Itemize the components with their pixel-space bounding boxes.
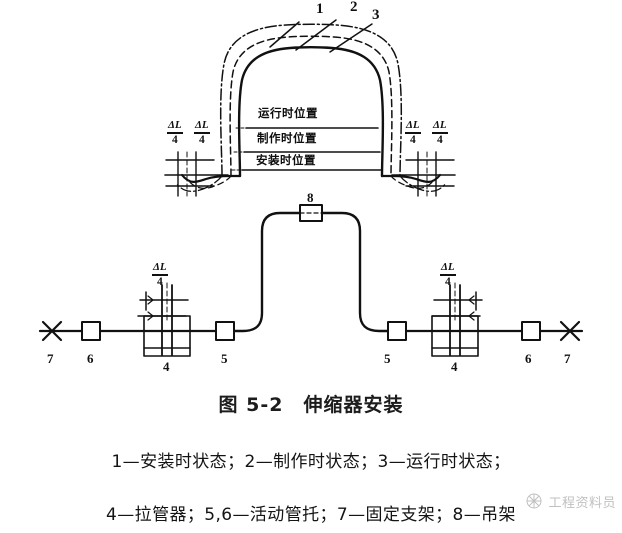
pipe-leg-right [380, 173, 442, 183]
dimension-upper-right-2: ΔL 4 [432, 120, 448, 146]
label-sliding-support-6-right: 6 [525, 351, 532, 366]
fixed-support-left-b [41, 320, 63, 342]
pull-right-arrow-a [468, 295, 475, 305]
dimension-numerator: ΔL [168, 119, 182, 131]
figure-caption: 图 5-2 伸缩器安装 [218, 394, 404, 416]
label-pull-device-left: 4 [163, 359, 170, 374]
pull-left-arrow-b [147, 311, 154, 321]
label-fixed-support-right: 7 [564, 351, 571, 366]
state-label-installation: 安装时位置 [256, 153, 316, 167]
dimension-numerator: ΔL [406, 119, 420, 131]
fixed-support-right-b [559, 320, 581, 342]
dimension-numerator: ΔL [153, 261, 167, 273]
leader-line-3 [329, 23, 373, 53]
sliding-support-6-left [81, 321, 101, 341]
dimension-denominator: 4 [436, 133, 443, 146]
dimension-denominator: 4 [409, 133, 416, 146]
dimension-upper-left-1: ΔL 4 [167, 120, 183, 146]
fraction-bar [405, 132, 421, 134]
pull-left-arrow-a [147, 295, 154, 305]
callout-3: 3 [372, 7, 380, 23]
label-sliding-support-5-left: 5 [221, 351, 228, 366]
fraction-bar [194, 132, 210, 134]
state-label-running: 运行时位置 [258, 106, 318, 120]
figure-legend-line-1: 1—安装时状态；2—制作时状态；3—运行时状态； [111, 452, 511, 472]
leader-line-1 [269, 21, 300, 48]
dimension-numerator: ΔL [433, 119, 447, 131]
fraction-bar [167, 132, 183, 134]
fraction-bar [440, 274, 456, 276]
dimension-upper-left-2: ΔL 4 [194, 120, 210, 146]
dimension-denominator: 4 [198, 133, 205, 146]
dimension-lower-right: ΔL 4 [440, 262, 456, 288]
pipe-leg-left-running [175, 175, 223, 192]
pull-left-frame [143, 315, 191, 357]
pull-right-arrow-b [468, 311, 475, 321]
label-pull-device-right: 4 [451, 359, 458, 374]
label-sliding-support-5-right: 5 [384, 351, 391, 366]
loop-outline-running [219, 23, 403, 177]
fraction-bar [152, 274, 168, 276]
pipe-leg-right-running [399, 175, 447, 192]
sliding-support-5-left [215, 321, 235, 341]
dimension-denominator: 4 [156, 275, 163, 288]
pipe-leg-left [180, 173, 242, 183]
figure-legend-line-2: 4—拉管器；5,6—活动管托；7—固定支架；8—吊架 [106, 505, 516, 525]
callout-1: 1 [316, 1, 324, 17]
dimension-denominator: 4 [171, 133, 178, 146]
fraction-bar [432, 132, 448, 134]
state-label-fabrication: 制作时位置 [257, 131, 317, 145]
label-fixed-support-left: 7 [47, 351, 54, 366]
dimension-numerator: ΔL [195, 119, 209, 131]
loop-outline-fabrication [229, 35, 393, 177]
loop-outline-installation [237, 46, 385, 178]
dimension-numerator: ΔL [441, 261, 455, 273]
dimension-upper-right-1: ΔL 4 [405, 120, 421, 146]
pull-right-frame [431, 315, 479, 357]
label-hanger-8: 8 [307, 190, 314, 205]
dimension-denominator: 4 [444, 275, 451, 288]
sliding-support-6-right [521, 321, 541, 341]
label-sliding-support-6-left: 6 [87, 351, 94, 366]
callout-2: 2 [350, 0, 358, 15]
dimension-lower-left: ΔL 4 [152, 262, 168, 288]
sliding-support-5-right [387, 321, 407, 341]
expansion-loop [223, 211, 399, 333]
leader-line-2 [295, 19, 337, 51]
